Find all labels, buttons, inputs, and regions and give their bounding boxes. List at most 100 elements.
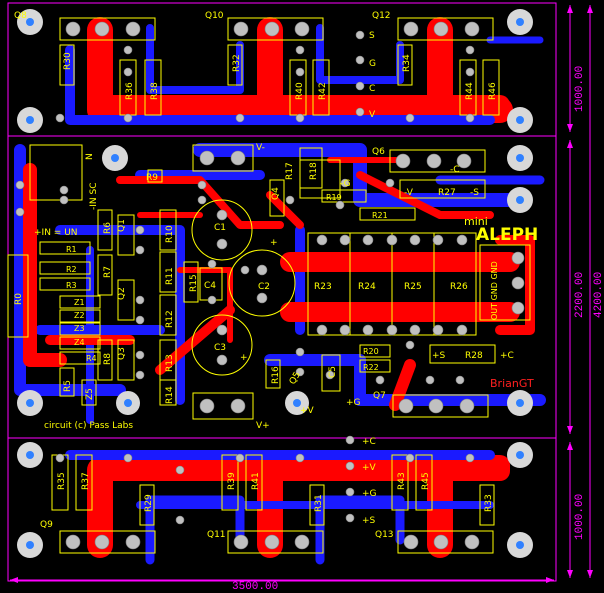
dim-width-label: 3500.00 — [232, 581, 278, 593]
net-s-bottom: +S — [362, 516, 376, 526]
via-pad — [15, 180, 25, 190]
via-pad — [335, 200, 345, 210]
via-pad — [175, 515, 185, 525]
label-r3: R3 — [66, 281, 77, 290]
net-v-top: V — [369, 110, 376, 120]
via-pad — [295, 67, 305, 77]
label-r43: R43 — [397, 472, 407, 490]
label-r44: R44 — [465, 82, 475, 100]
net-v-minus: V- — [256, 143, 265, 153]
label-r16: R16 — [271, 366, 281, 384]
dim-mid-label: 2200.00 — [574, 272, 586, 318]
label-q6: Q6 — [372, 147, 385, 157]
label-r11: R11 — [165, 267, 175, 285]
net-g-top: G — [369, 59, 376, 69]
label-r12: R12 — [165, 310, 175, 328]
dimension-lines — [10, 5, 593, 583]
net-plus-v: +V — [300, 406, 315, 416]
label-z2: Z2 — [74, 311, 85, 320]
via-pad — [385, 178, 395, 188]
net-minus-s: -S — [470, 188, 479, 198]
via-pad — [295, 113, 305, 123]
via-pad — [175, 465, 185, 475]
label-r20: R20 — [363, 347, 379, 356]
net-g-bottom: +G — [362, 489, 377, 499]
label-z5: Z5 — [85, 388, 95, 400]
label-z4: Z4 — [74, 338, 85, 347]
label-c5: C5 — [328, 366, 338, 378]
via-pad — [345, 487, 355, 497]
dim-total-label: 4200.00 — [593, 272, 604, 318]
label-r29: R29 — [144, 494, 154, 512]
board-author: BrianGT — [490, 377, 534, 390]
via-pad — [285, 195, 295, 205]
dim-bottom-label: 1000.00 — [574, 494, 586, 540]
label-r6: R6 — [103, 222, 113, 234]
mounting-holes — [17, 9, 533, 558]
board-title-mini: mini — [464, 215, 488, 228]
misc-pads — [15, 30, 475, 525]
label-r26: R26 — [450, 282, 468, 292]
label-r18: R18 — [309, 162, 319, 180]
via-pad — [135, 225, 145, 235]
label-z1: Z1 — [74, 298, 85, 307]
label-r42: R42 — [318, 82, 328, 100]
via-pad — [340, 178, 350, 188]
via-pad — [405, 453, 415, 463]
via-pad — [355, 55, 365, 65]
label-r34: R34 — [402, 54, 412, 72]
label-q2: Q2 — [117, 287, 127, 300]
label-r37: R37 — [81, 472, 91, 490]
label-r40: R40 — [295, 82, 305, 100]
label-r25: R25 — [404, 282, 422, 292]
label-c1: C1 — [214, 223, 226, 233]
via-pad — [123, 453, 133, 463]
label-r35: R35 — [57, 472, 67, 490]
net-minus-c: -C — [450, 165, 460, 175]
via-pad — [235, 113, 245, 123]
label-r5: R5 — [63, 380, 73, 392]
label-r8: R8 — [103, 353, 113, 365]
net-in-label: +IN = UN — [34, 228, 78, 238]
via-pad — [355, 81, 365, 91]
top-section — [65, 17, 544, 125]
via-pad — [405, 113, 415, 123]
label-r22: R22 — [363, 363, 379, 372]
label-r33: R33 — [484, 494, 494, 512]
via-pad — [455, 375, 465, 385]
net-plus-s: +S — [432, 351, 446, 361]
label-r23: R23 — [314, 282, 332, 292]
mid-section — [14, 143, 546, 424]
net-minus-v: -V — [404, 188, 414, 198]
net-plus-c1: + — [270, 238, 278, 248]
label-r14: R14 — [165, 386, 175, 404]
via-pad — [15, 207, 25, 217]
label-q10: Q10 — [205, 11, 224, 21]
via-pad — [59, 185, 69, 195]
power-resistor-footprints — [307, 232, 531, 336]
label-q9: Q9 — [40, 520, 53, 530]
net-in-sc: -IN SC — [89, 183, 99, 211]
via-pad — [295, 347, 305, 357]
via-pad — [355, 107, 365, 117]
label-c3: C3 — [214, 343, 226, 353]
net-q-minus: N — [85, 153, 95, 160]
label-r27: R27 — [438, 188, 456, 198]
label-r19: R19 — [326, 193, 342, 202]
via-pad — [295, 45, 305, 55]
via-pad — [55, 453, 65, 463]
via-pad — [197, 195, 207, 205]
net-c-top: C — [369, 84, 375, 94]
label-c4: C4 — [204, 281, 216, 291]
via-pad — [123, 45, 133, 55]
net-minus-g: -G — [340, 179, 351, 189]
label-r46: R46 — [488, 82, 498, 100]
label-r13: R13 — [165, 354, 175, 372]
via-pad — [295, 367, 305, 377]
net-out-gnd: OUT GND GND — [490, 261, 499, 320]
net-s-top: S — [369, 31, 375, 41]
label-r7: R7 — [103, 266, 113, 278]
via-pad — [345, 513, 355, 523]
label-r32: R32 — [232, 54, 242, 72]
